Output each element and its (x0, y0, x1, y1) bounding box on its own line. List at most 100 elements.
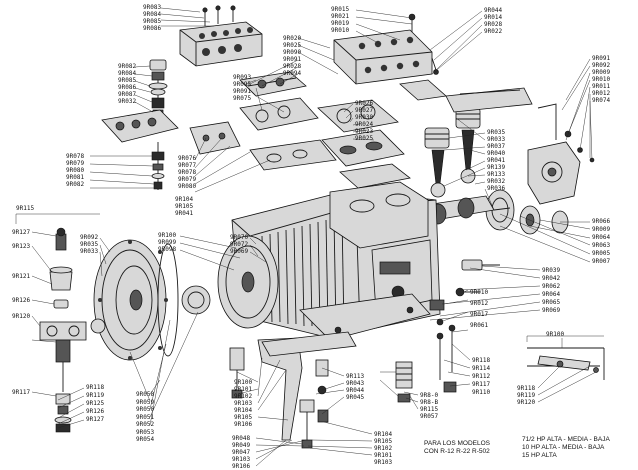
part-label: 9R082 (118, 63, 137, 70)
part-label: 9R8-B (420, 399, 439, 406)
part-label: 9R065 (542, 299, 561, 306)
label-group-center-low: 9R070 9R072 9R069 (230, 234, 248, 255)
part-label: 9R100 (158, 232, 177, 239)
part-label: 9R033 (80, 248, 99, 255)
label-group-right-side: 9R010 9R012 9R017 9R061 (470, 287, 488, 331)
part-label: 9R075 (233, 95, 252, 102)
part-label: 9R035 (80, 241, 99, 248)
part-label: 9R106 (234, 421, 253, 428)
part-label: 9R070 (230, 234, 249, 241)
models-note-line: CON R-12 R-22 R-502 (424, 448, 490, 455)
part-label: 9R010 (470, 289, 489, 296)
part-label: 9R007 (592, 258, 611, 265)
part-label: 9R053 (136, 428, 155, 436)
part-label: 9R009 (592, 226, 611, 233)
part-label: 9R092 (80, 234, 99, 241)
part-label: 9R083 (143, 4, 162, 11)
part-label: 9R044 (484, 7, 503, 14)
label-group-motor-top: 9R100 9R099 9R098 (158, 232, 176, 253)
part-label: 9R048 (232, 435, 251, 442)
piston-assembly-drawing (399, 79, 533, 198)
part-label: 9R072 (230, 241, 249, 248)
part-label: 9R015 (331, 6, 350, 13)
label-corner-right: 9R100 (546, 331, 565, 338)
hp-note-line: 10 HP ALTA - MEDIA - BAJA (522, 444, 605, 451)
part-label: 9R076 (178, 155, 197, 162)
part-label: 9R091 (233, 88, 252, 95)
label-left-column-head: 9R115 (16, 205, 35, 212)
upper-head-group-drawing (189, 71, 337, 171)
part-label: 9R118 (86, 384, 105, 391)
part-label: 9R014 (484, 14, 503, 21)
label-group-screws-right: 9R8-0 9R8-B 9R115 9R057 (420, 392, 438, 420)
service-valve-drawing (527, 347, 605, 380)
part-label: 9R078 (66, 153, 85, 160)
part-label: 9R077 (178, 162, 197, 169)
part-label: 9R110 (472, 389, 491, 396)
part-label: 9R100 (234, 379, 253, 386)
part-label: 9R120 (12, 313, 31, 320)
part-label: 9R030 (355, 114, 374, 121)
leader-lines (31, 7, 597, 467)
part-label: 9R032 (118, 98, 137, 105)
part-label: 9R049 (232, 442, 251, 449)
label-group-service-valve: 9R118 9R119 9R120 (517, 385, 535, 406)
part-label: 9R059 (136, 398, 155, 406)
part-label: 9R101 (374, 452, 393, 459)
part-label: 9R123 (12, 243, 31, 250)
label-group-valve-left: 9R082 9R084 9R085 9R086 9R087 9R032 (118, 63, 136, 105)
label-group-right-block: 9R039 9R042 9R062 9R064 9R065 9R069 (542, 267, 560, 315)
label-group-crankcase-head-top: 9R020 9R025 9R090 9R091 9R028 9R094 (283, 35, 301, 77)
part-label: 9R102 (234, 393, 253, 400)
part-label: 9R119 (86, 392, 105, 399)
part-label: 9R005 (592, 250, 611, 257)
part-label: 9R058 (136, 391, 155, 398)
part-label: 9R099 (158, 239, 177, 246)
part-label: 9R103 (232, 456, 251, 463)
label-group-bottom-right-mid: 9R118 9R114 9R112 9R117 9R110 (472, 357, 490, 397)
models-note-line: PARA LOS MODELOS (424, 440, 490, 447)
part-label: 9R139 (487, 164, 506, 171)
part-label: 9R104 (175, 196, 194, 203)
part-label: 9R021 (331, 13, 350, 20)
part-label: 9R011 (592, 83, 611, 90)
part-label: 9R080 (178, 183, 197, 190)
part-label: 9R113 (346, 373, 365, 380)
part-label: 9R085 (118, 77, 137, 84)
part-label: 9R094 (283, 70, 302, 77)
part-label: 9R063 (592, 242, 611, 249)
label-group-oil-right: 9R066 9R009 9R064 9R063 9R005 9R007 (592, 218, 610, 266)
part-label: 9R092 (592, 62, 611, 69)
part-label: 9R062 (542, 283, 561, 290)
label-group-left-bottom: 9R118 9R119 9R125 9R126 9R127 (86, 384, 104, 424)
part-label: 9R080 (66, 167, 85, 174)
bottom-parts-drawing (229, 324, 457, 449)
label-group-bottom-left-motor: 9R058 9R059 9R050 9R051 9R052 9R053 9R05… (136, 391, 154, 444)
part-label: 9R081 (66, 174, 85, 181)
part-label: 9R091 (592, 55, 611, 62)
part-label: 9R051 (136, 413, 155, 421)
part-label: 9R010 (592, 76, 611, 83)
part-label: 9R125 (86, 400, 105, 407)
part-label: 9R087 (118, 91, 137, 98)
part-label: 9R010 (331, 27, 350, 34)
cylinder-head-right-drawing (333, 13, 439, 85)
part-label: 9R112 (472, 373, 491, 380)
part-label: 9R095 (233, 81, 252, 88)
part-label: 9R078 (178, 169, 197, 176)
part-label: 9R120 (517, 399, 536, 406)
part-label: 9R024 (355, 121, 374, 128)
label-group-head-right-top: 9R015 9R021 9R019 9R010 (331, 6, 349, 34)
part-label: 9R061 (470, 322, 489, 329)
label-group-bottom-center: 9R100 9R101 9R102 9R103 9R104 9R105 9R10… (234, 379, 252, 428)
part-label: 9R085 (143, 18, 162, 25)
part-label: 9R042 (542, 275, 561, 282)
part-label: 9R093 (233, 74, 252, 81)
part-label: 9R105 (374, 438, 393, 445)
part-label: 9R105 (175, 203, 194, 210)
right-fittings-drawing (429, 259, 500, 326)
part-label: 9R118 (472, 357, 491, 364)
part-label: 9R026 (355, 100, 374, 107)
part-label: 9R115 (420, 406, 439, 413)
